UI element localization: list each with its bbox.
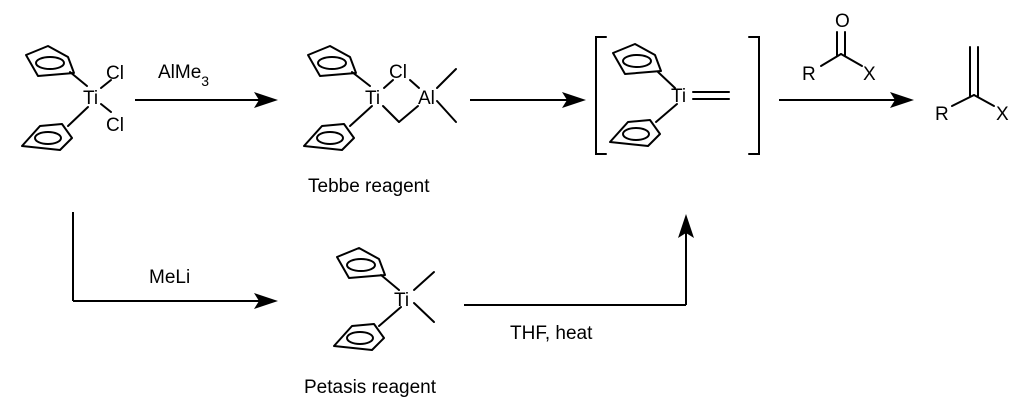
ti-cl-bond bbox=[100, 103, 112, 113]
cyclopentadienyl-ring-bottom bbox=[609, 119, 661, 147]
ti-methyl-bond bbox=[413, 271, 435, 291]
cp-ti-bond bbox=[655, 103, 678, 123]
right-bracket bbox=[748, 36, 760, 155]
arrow-thf-heat-route bbox=[464, 214, 694, 306]
cyclopentadienyl-ring-bottom bbox=[21, 123, 73, 151]
arrow-meli-route bbox=[72, 212, 278, 309]
petasis-reagent-structure: Ti bbox=[333, 247, 435, 351]
r-c-bond bbox=[951, 94, 975, 107]
titanium-carbene-intermediate: Ti bbox=[595, 36, 760, 155]
reagent-label-meli: MeLi bbox=[149, 267, 190, 288]
r-c-bond bbox=[820, 53, 842, 67]
tebbe-reagent-caption: Tebbe reagent bbox=[308, 176, 430, 197]
cp2ticl2-structure: Ti Cl Cl bbox=[21, 45, 124, 151]
cl-al-bond bbox=[409, 79, 420, 89]
reagent-label-almes3: AlMe3 bbox=[158, 62, 209, 89]
titanium-atom: Ti bbox=[365, 88, 380, 109]
titanium-atom: Ti bbox=[83, 88, 98, 109]
al-methyl-bond bbox=[436, 68, 457, 89]
oxygen-atom: O bbox=[835, 11, 850, 32]
tebbe-reagent-structure: Ti Cl Al bbox=[303, 45, 457, 151]
cp-ti-bond bbox=[67, 106, 89, 127]
titanium-atom: Ti bbox=[671, 86, 686, 107]
x-group: X bbox=[863, 64, 876, 85]
left-bracket bbox=[595, 36, 607, 155]
cp-ti-bond bbox=[657, 71, 676, 89]
x-group: X bbox=[996, 104, 1009, 125]
arrow-to-product bbox=[779, 92, 914, 108]
ti-methyl-bond bbox=[413, 302, 435, 323]
c-x-bond bbox=[973, 94, 995, 107]
condition-label-thf-heat: THF, heat bbox=[510, 323, 593, 344]
aluminum-atom: Al bbox=[418, 88, 435, 109]
carbonyl-substrate: O R X bbox=[802, 11, 876, 85]
ti-cl-bond bbox=[383, 79, 394, 89]
arrow-to-carbene bbox=[470, 92, 586, 108]
arrow-almes3-step bbox=[135, 92, 278, 108]
alkene-product: R X bbox=[935, 46, 1009, 125]
ti-cl-bond bbox=[100, 79, 112, 89]
cyclopentadienyl-ring-top bbox=[25, 45, 75, 77]
ti-ch2-bond bbox=[382, 105, 400, 123]
chlorine-bridge-atom: Cl bbox=[389, 62, 407, 83]
cyclopentadienyl-ring-bottom bbox=[303, 123, 355, 151]
cp-ti-bond bbox=[349, 105, 373, 127]
chlorine-atom: Cl bbox=[106, 115, 124, 136]
subscript-digit: 3 bbox=[201, 73, 209, 89]
cyclopentadienyl-ring-top bbox=[307, 45, 357, 77]
cp-ti-bond bbox=[69, 71, 88, 87]
r-group: R bbox=[935, 104, 949, 125]
ch2-al-bond bbox=[398, 105, 419, 123]
titanium-atom: Ti bbox=[394, 290, 409, 311]
r-group: R bbox=[802, 64, 816, 85]
cp-ti-bond bbox=[351, 71, 371, 87]
chlorine-atom: Cl bbox=[106, 63, 124, 84]
cyclopentadienyl-ring-bottom bbox=[333, 323, 385, 351]
petasis-reagent-caption: Petasis reagent bbox=[304, 377, 437, 398]
cyclopentadienyl-ring-top bbox=[336, 247, 386, 279]
cyclopentadienyl-ring-top bbox=[612, 43, 662, 75]
cp-ti-bond bbox=[380, 274, 400, 291]
c-x-bond bbox=[840, 53, 863, 67]
cp-ti-bond bbox=[378, 306, 402, 327]
al-methyl-bond bbox=[436, 100, 457, 123]
